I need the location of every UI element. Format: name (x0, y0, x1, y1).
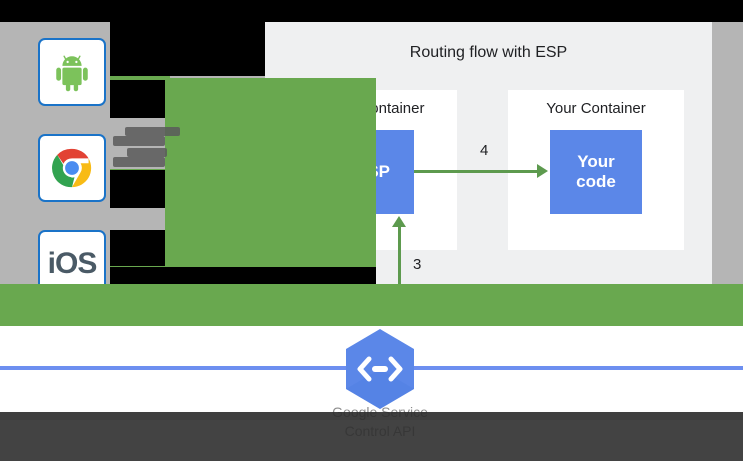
arrow-4-head (537, 164, 548, 178)
google-cloud-endpoints-hexagon-icon (336, 325, 424, 413)
redaction-block-4 (110, 230, 165, 266)
client-tile-ios[interactable]: iOS (38, 230, 106, 298)
android-icon (56, 55, 88, 92)
green-connector-top (110, 76, 170, 80)
right-gray-background (712, 22, 743, 291)
your-code-line-2: code (576, 172, 616, 191)
redaction-block-1 (110, 22, 265, 76)
step-3-number: 3 (413, 256, 422, 273)
chrome-icon (52, 148, 92, 188)
green-overlay-block (165, 78, 376, 291)
redaction-block-3 (110, 170, 165, 208)
service-control-caption: Google Service Control API (280, 403, 480, 441)
blurred-text-3 (127, 148, 167, 157)
blurred-text-1 (125, 127, 180, 136)
your-code-line-1: Your (577, 152, 615, 172)
service-control-caption-line-1: Google Service (332, 404, 428, 420)
arrow-3-line (398, 226, 401, 321)
client-tile-chrome[interactable] (38, 134, 106, 202)
green-arrow-tail (366, 290, 388, 330)
client-tile-android[interactable] (38, 38, 106, 106)
blurred-text-bg-2 (110, 208, 165, 230)
blurred-text-4 (113, 157, 165, 167)
arrow-4-line (414, 170, 539, 173)
blurred-text-2 (113, 136, 165, 146)
your-code-node: Your code (550, 130, 642, 214)
panel-title: Routing flow with ESP (409, 44, 568, 61)
service-control-caption-line-2: Control API (344, 422, 416, 439)
routing-flow-panel: Routing flow with ESP ESP Container Your… (265, 22, 712, 321)
step-4-number: 4 (480, 142, 489, 159)
bottom-dark-bar-2 (0, 420, 743, 461)
redaction-block-2 (110, 80, 165, 118)
your-container-label: Your Container (546, 100, 646, 117)
top-black-bar (0, 0, 743, 22)
ios-label: iOS (47, 247, 98, 280)
arrow-3-head (392, 216, 406, 227)
